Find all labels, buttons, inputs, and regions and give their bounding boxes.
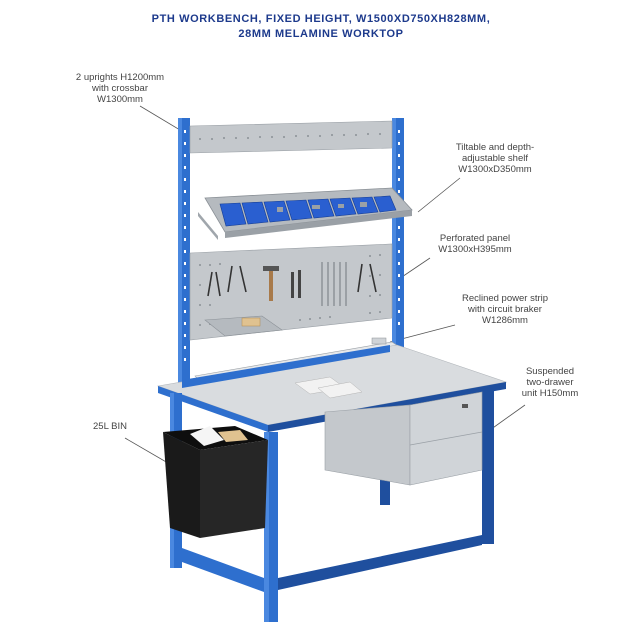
callout-drawer-line-3: unit H150mm: [521, 388, 579, 399]
callout-panel-line-1: Perforated panel: [439, 233, 511, 244]
right-upright: [392, 118, 404, 348]
callout-power-strip-line-2: with circuit braker: [468, 304, 542, 315]
page-title: PTH WORKBENCH, FIXED HEIGHT, W1500XD750X…: [0, 12, 642, 42]
title-line-1: PTH WORKBENCH, FIXED HEIGHT, W1500XD750X…: [151, 13, 491, 25]
perforated-panel: [189, 243, 393, 341]
tilted-shelf: [198, 187, 413, 240]
leader-shelf: [417, 177, 461, 213]
callout-uprights-line-2: with crossbar: [92, 83, 148, 94]
bin: [163, 426, 268, 538]
callout-drawer-line-2: two-drawer: [526, 377, 574, 388]
title-line-2: 28MM MELAMINE WORKTOP: [238, 28, 404, 40]
callout-panel: Perforated panel W1300xH395mm: [420, 233, 530, 255]
callout-shelf-line-1: Tiltable and depth-: [455, 142, 535, 153]
callout-bin-line-1: 25L BIN: [93, 421, 127, 432]
wrench-set-icon: [321, 262, 347, 306]
callout-uprights-line-3: W1300mm: [97, 94, 143, 105]
papers-on-worktop: [294, 376, 363, 399]
crossbar: [189, 120, 393, 154]
snips-icon: [357, 263, 377, 293]
hammer-icon: [263, 266, 279, 301]
callout-uprights: 2 uprights H1200mm with crossbar W1300mm: [60, 72, 180, 105]
callout-power-strip-line-1: Reclined power strip: [461, 293, 549, 304]
left-upright: [178, 118, 190, 393]
callout-power-strip: Reclined power strip with circuit braker…: [440, 293, 570, 326]
leader-drawer: [489, 404, 526, 431]
drawer-unit: [324, 391, 483, 486]
callout-drawer-line-1: Suspended: [525, 366, 575, 377]
callout-shelf: Tiltable and depth- adjustable shelf W13…: [430, 142, 560, 175]
callout-shelf-line-3: W1300xD350mm: [458, 164, 532, 175]
callout-uprights-line-1: 2 uprights H1200mm: [75, 72, 165, 83]
callout-bin: 25L BIN: [80, 421, 140, 432]
callout-drawer: Suspended two-drawer unit H150mm: [505, 366, 595, 399]
screwdriver-icon: [291, 270, 301, 298]
callout-power-strip-line-3: W1286mm: [482, 315, 528, 326]
callout-panel-line-2: W1300xH395mm: [438, 244, 512, 255]
callout-shelf-line-2: adjustable shelf: [461, 153, 529, 164]
pliers-icon: [207, 265, 247, 297]
